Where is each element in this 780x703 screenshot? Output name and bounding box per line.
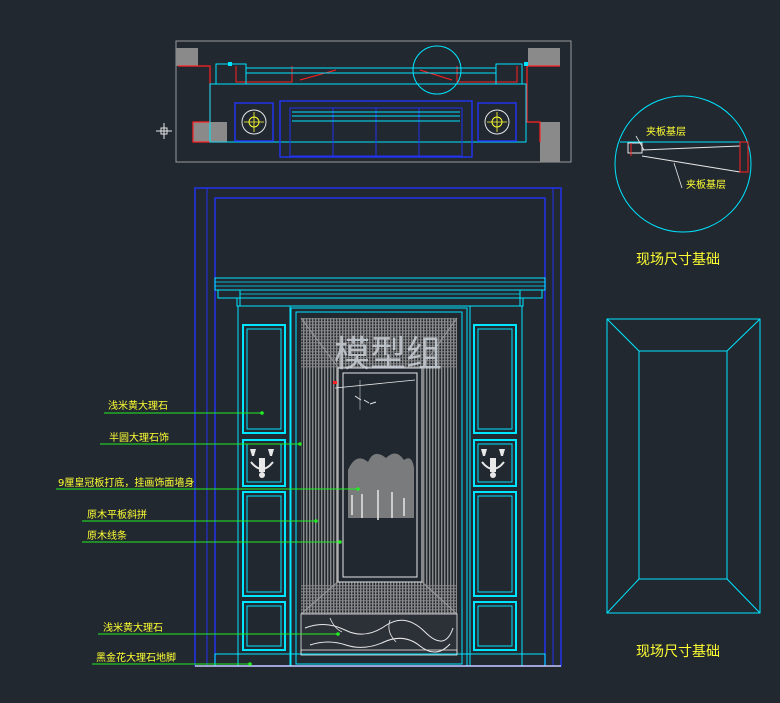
detail-caption: 现场尺寸基础 <box>636 251 720 268</box>
annotation-diagonal-wood-panel: 原木平板斜拼 <box>87 508 147 521</box>
detail-label-bottom: 夹板基层 <box>686 178 726 191</box>
annotation-black-gold-marble-skirting: 黑金花大理石地脚 <box>96 651 176 664</box>
plan-wall-right-top <box>528 48 560 66</box>
sconce-right-icon <box>481 449 505 478</box>
watermark: 模型组 <box>334 334 442 375</box>
plan-wall-left-top <box>176 48 198 66</box>
elevation-view: 模型组 <box>194 187 562 667</box>
central-painting <box>334 367 423 583</box>
sconce-left-icon <box>250 449 274 478</box>
annotation-light-beige-marble-lower: 浅米黄大理石 <box>103 621 163 634</box>
plan-column-left <box>234 102 274 142</box>
detail-label-top: 夹板基层 <box>646 125 686 138</box>
plan-view <box>156 40 572 163</box>
annotation-crown-board-wall: 9厘皇冠板打底，挂画饰面墙身 <box>58 476 194 489</box>
annotation-leaders <box>56 411 360 666</box>
right-pilaster <box>469 305 523 667</box>
crosshair-icon <box>156 123 172 139</box>
niche-caption: 现场尺寸基础 <box>636 643 720 660</box>
left-pilaster <box>237 305 291 667</box>
annotation-light-beige-marble: 浅米黄大理石 <box>108 399 168 412</box>
plan-column-right <box>477 102 517 142</box>
annotation-wood-molding: 原木线条 <box>87 529 127 542</box>
plan-detail-callout <box>412 45 462 95</box>
detail-callout: 夹板基层 夹板基层 <box>614 95 752 233</box>
cornice <box>214 277 546 307</box>
annotation-labels: 浅米黄大理石 半圆大理石饰 9厘皇冠板打底，挂画饰面墙身 原木平板斜拼 原木线条… <box>58 399 194 664</box>
plan-wall-right-bottom <box>540 122 560 162</box>
annotation-semicircle-marble-trim: 半圆大理石饰 <box>109 431 169 444</box>
niche-view <box>606 318 761 614</box>
